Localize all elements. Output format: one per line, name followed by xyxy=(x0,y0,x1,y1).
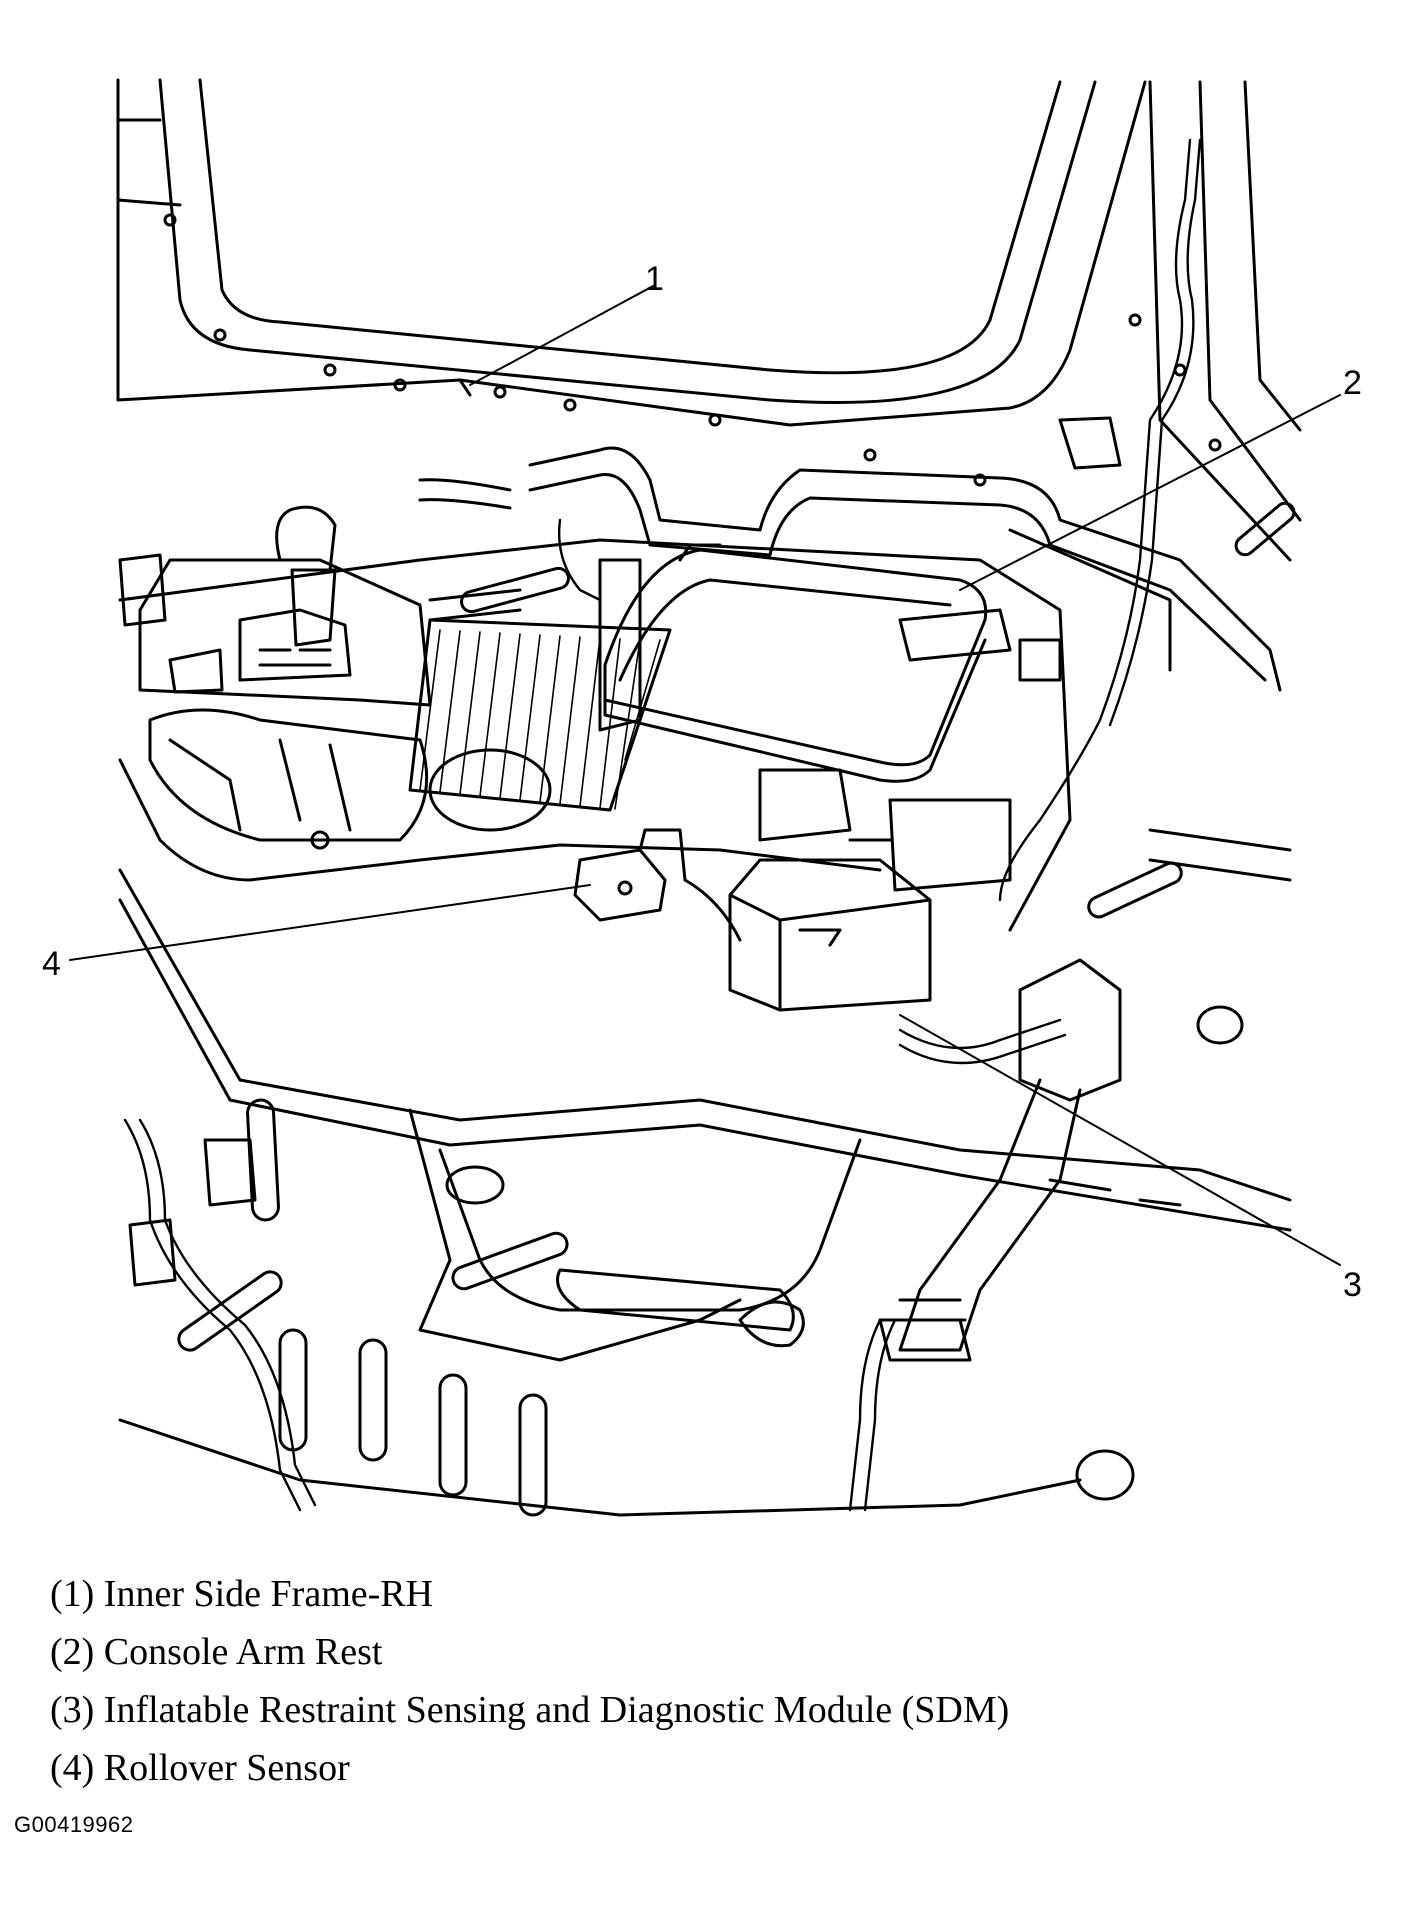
callout-1: 1 xyxy=(645,260,664,298)
leader-lines xyxy=(69,284,1341,1266)
console-arm-rest xyxy=(603,543,988,783)
sdm-module xyxy=(728,768,1012,1012)
floor-pan xyxy=(118,501,1296,1517)
connector-strap xyxy=(878,958,1122,1362)
hatched-console-trim xyxy=(408,618,672,812)
cross-member-bracket xyxy=(418,416,1282,692)
figure-code: G00419962 xyxy=(14,1812,134,1837)
callout-4: 4 xyxy=(42,945,61,983)
vehicle-floor-line-drawing xyxy=(69,78,1341,1517)
parts-legend: (1) Inner Side Frame-RH (2) Console Arm … xyxy=(50,1565,1009,1797)
legend-item-console-arm-rest: (2) Console Arm Rest xyxy=(50,1631,383,1673)
wiring-harness xyxy=(123,138,1202,1512)
callout-2: 2 xyxy=(1343,364,1362,402)
legend-item-inner-side-frame: (1) Inner Side Frame-RH xyxy=(50,1573,434,1615)
legend-item-sdm: (3) Inflatable Restraint Sensing and Dia… xyxy=(50,1689,1010,1731)
rollover-sensor xyxy=(573,828,742,942)
callout-3: 3 xyxy=(1343,1266,1362,1304)
left-harness-connectors xyxy=(118,553,257,1287)
inner-side-frame xyxy=(116,78,1302,562)
legend-item-rollover-sensor: (4) Rollover Sensor xyxy=(50,1747,350,1789)
